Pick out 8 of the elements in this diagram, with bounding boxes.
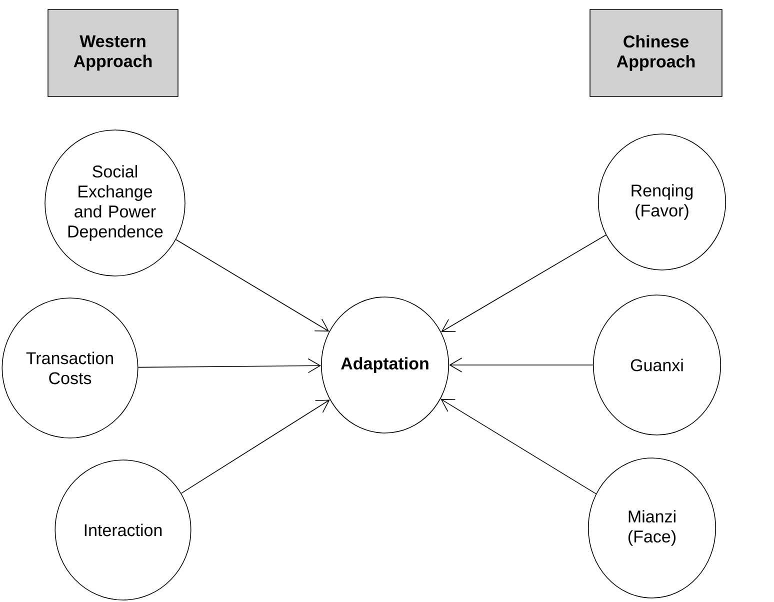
- arrow: [441, 234, 606, 332]
- arrow: [440, 398, 596, 494]
- arrow: [449, 358, 594, 372]
- arrow: [180, 400, 330, 494]
- arrow: [138, 358, 321, 374]
- arrow: [176, 239, 330, 332]
- heading-box: Chinese Approach: [590, 9, 722, 97]
- heading-box: Western Approach: [48, 9, 178, 97]
